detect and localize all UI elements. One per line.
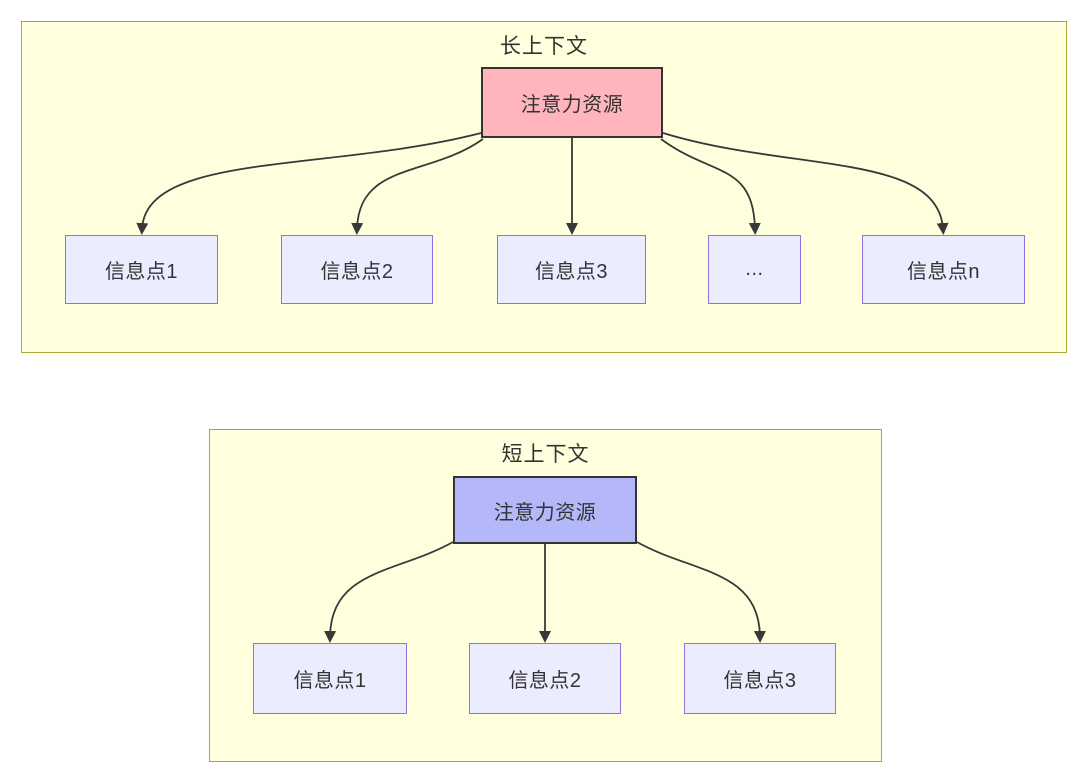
long-info-point-1: 信息点1	[65, 235, 218, 304]
long-info-point-n: 信息点n	[862, 235, 1025, 304]
short-info-point-2: 信息点2	[469, 643, 621, 714]
short-info-point-3: 信息点3	[684, 643, 836, 714]
short-info-point-1: 信息点1	[253, 643, 407, 714]
short-context-title: 短上下文	[501, 443, 590, 466]
long-info-point-ellipsis: ...	[708, 235, 801, 304]
long-attention-hub: 注意力资源	[481, 67, 663, 138]
long-info-point-2: 信息点2	[281, 235, 433, 304]
long-context-title: 长上下文	[500, 35, 588, 58]
long-info-point-3: 信息点3	[497, 235, 646, 304]
short-attention-hub: 注意力资源	[453, 476, 637, 544]
